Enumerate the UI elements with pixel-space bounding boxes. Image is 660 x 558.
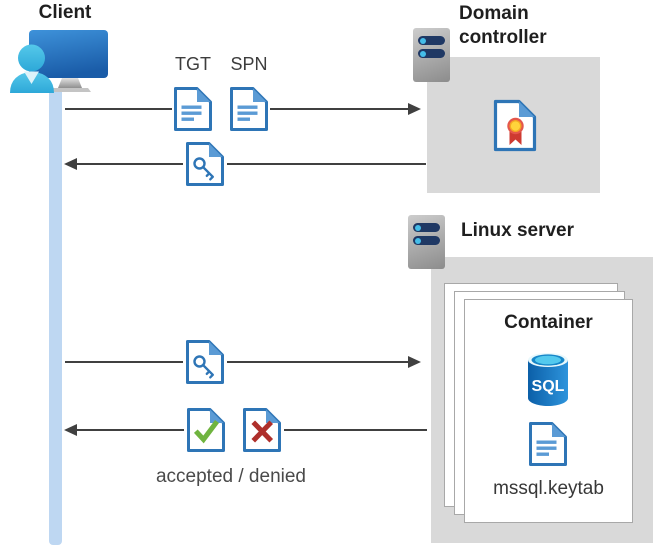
- msg3-arrowhead: [408, 356, 421, 368]
- spn-label: SPN: [230, 54, 268, 74]
- linux-server-icon: [408, 215, 445, 269]
- server-led-icon: [415, 237, 421, 244]
- accepted-denied-caption: accepted / denied: [155, 466, 306, 487]
- server-led-icon: [420, 37, 426, 44]
- denied-document-icon: [242, 407, 282, 453]
- spn-document-icon: [229, 86, 269, 132]
- client-lifeline: [49, 88, 62, 545]
- server-slot-icon: [418, 49, 445, 58]
- server-slot-icon: [418, 36, 445, 45]
- msg1-line-left: [65, 108, 172, 110]
- ticket-key-document-icon: [185, 339, 225, 385]
- tgt-document-icon: [173, 86, 213, 132]
- sql-database-icon: SQL: [528, 353, 568, 406]
- msg3-line-right: [227, 361, 408, 363]
- msg1-arrowhead: [408, 103, 421, 115]
- monitor-base-icon: [49, 88, 91, 92]
- monitor-stand-icon: [58, 78, 82, 88]
- ticket-key-document-icon: [185, 141, 225, 187]
- domain-controller-server-icon: [413, 28, 450, 82]
- msg4-arrowhead: [64, 424, 77, 436]
- msg4-line-right: [284, 429, 427, 431]
- keytab-file-label: mssql.keytab: [493, 478, 604, 499]
- msg3-line-left: [65, 361, 183, 363]
- client-label: Client: [38, 2, 92, 23]
- person-collar-icon: [24, 71, 39, 84]
- msg1-line-right: [270, 108, 408, 110]
- person-head-icon: [18, 44, 45, 72]
- msg2-arrowhead: [64, 158, 77, 170]
- msg2-line-right: [227, 163, 426, 165]
- msg4-line-left: [77, 429, 184, 431]
- server-slot-icon: [413, 223, 440, 232]
- container-title: Container: [504, 312, 593, 333]
- container-paper-front: [464, 299, 633, 523]
- server-led-icon: [415, 224, 421, 231]
- server-slot-icon: [413, 236, 440, 245]
- domain-controller-label-line2: controller: [459, 27, 547, 48]
- monitor-icon: [29, 30, 108, 78]
- server-led-icon: [420, 50, 426, 57]
- tgt-label: TGT: [175, 54, 211, 74]
- certificate-icon: [493, 99, 537, 152]
- linux-server-label: Linux server: [461, 220, 574, 241]
- sql-badge-label: SQL: [532, 378, 565, 395]
- domain-controller-label: Domain controller: [459, 2, 547, 50]
- keytab-document-icon: [528, 421, 568, 467]
- workstation-user-icon: [10, 30, 108, 93]
- accepted-document-icon: [186, 407, 226, 453]
- domain-controller-label-line1: Domain: [459, 3, 529, 24]
- msg2-line-left: [77, 163, 183, 165]
